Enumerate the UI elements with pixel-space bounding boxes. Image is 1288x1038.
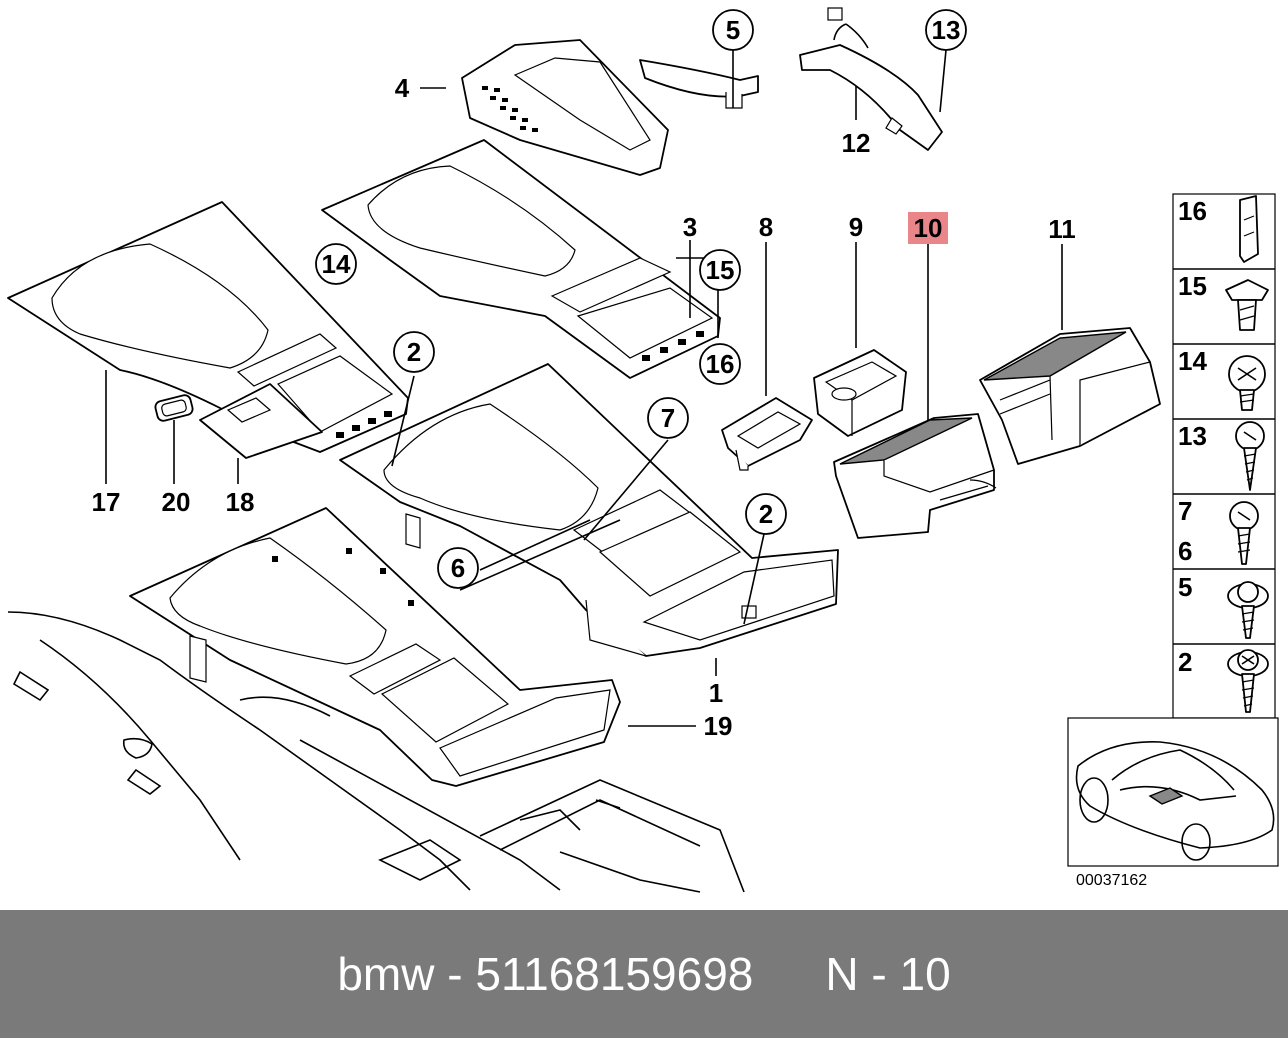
legend-label-13: 13 xyxy=(1178,421,1207,451)
callout-11: 11 xyxy=(1048,214,1076,244)
legend-label-6: 6 xyxy=(1178,536,1192,566)
reference-separator: - xyxy=(871,948,887,1000)
part-11-cupholder-box[interactable] xyxy=(979,327,1161,465)
highlight-box xyxy=(908,212,948,244)
part-19-console-carrier[interactable] xyxy=(129,507,621,787)
part-1-center-console[interactable] xyxy=(339,363,839,657)
callout-15: 15 xyxy=(706,255,735,285)
legend-label-7: 7 xyxy=(1178,496,1192,526)
callout-13: 13 xyxy=(932,15,961,45)
tapping-screw-icon xyxy=(1235,421,1265,491)
expansion-rivet-icon xyxy=(1225,279,1269,331)
vehicle-location-thumbnail xyxy=(1067,717,1279,867)
part-17-console-panel[interactable] xyxy=(7,201,409,453)
flange-screw-icon xyxy=(1227,581,1269,639)
brand-separator: - xyxy=(447,948,463,1000)
legend-label-16: 16 xyxy=(1178,196,1207,226)
callout-18: 18 xyxy=(226,487,255,517)
part-20-grommet[interactable] xyxy=(154,394,194,422)
brand-name: bmw xyxy=(337,948,435,1000)
legend-label-5: 5 xyxy=(1178,572,1192,602)
callout-19: 19 xyxy=(704,711,733,741)
vehicle-floor-outline xyxy=(7,611,745,893)
reference-code: N xyxy=(825,948,859,1000)
callout-10: 10 xyxy=(914,213,943,243)
exploded-parts-diagram: 4 5 13 12 3 15 16 14 8 9 10 xyxy=(7,7,1279,893)
callout-9: 9 xyxy=(849,212,863,242)
callout-6: 6 xyxy=(451,553,465,583)
callout-2-lower: 2 xyxy=(759,499,773,529)
callout-17: 17 xyxy=(92,487,121,517)
part-18-insert-tray[interactable] xyxy=(199,383,323,459)
phillips-screw-icon xyxy=(1228,355,1266,411)
callout-14: 14 xyxy=(322,249,351,279)
legend-label-15: 15 xyxy=(1178,271,1207,301)
callout-8: 8 xyxy=(759,212,773,242)
callout-12: 12 xyxy=(842,128,871,158)
part-5-arc-bracket[interactable] xyxy=(639,59,759,109)
part-10-storage-compartment[interactable] xyxy=(833,413,997,539)
callout-2-upper: 2 xyxy=(407,337,421,367)
callout-3: 3 xyxy=(683,212,697,242)
callout-5: 5 xyxy=(726,15,740,45)
callout-4: 4 xyxy=(395,73,410,103)
footer-reference: N - 10 xyxy=(825,947,950,1001)
part-number-footer: bmw - 51168159698 N - 10 xyxy=(0,910,1288,1038)
part-12-cable-bracket[interactable] xyxy=(799,7,943,151)
part-4-shifter-trim[interactable] xyxy=(461,39,669,176)
legend-label-2: 2 xyxy=(1178,647,1192,677)
flange-screw-icon xyxy=(1227,649,1269,713)
callout-20: 20 xyxy=(162,487,191,517)
leader-lines xyxy=(105,49,1063,727)
part-9-ashtray-box[interactable] xyxy=(813,349,907,437)
part-8-small-tray[interactable] xyxy=(721,397,813,471)
callout-labels: 4 5 13 12 3 15 16 14 8 9 10 xyxy=(92,9,1076,741)
legend-label-14: 14 xyxy=(1178,346,1207,376)
callout-16: 16 xyxy=(706,349,735,379)
hardware-legend: 16 15 14 13 7 6 5 2 xyxy=(1172,193,1276,719)
part-3-console-panel[interactable] xyxy=(321,139,721,379)
clip-icon xyxy=(1239,195,1259,263)
callout-1: 1 xyxy=(709,678,723,708)
callout-7: 7 xyxy=(661,403,675,433)
reference-item: 10 xyxy=(899,948,951,1000)
footer-brand-and-number: bmw - 51168159698 xyxy=(337,947,753,1001)
catalog-number: 00037162 xyxy=(1076,872,1148,889)
tapping-screw-icon xyxy=(1229,501,1259,565)
part-number: 51168159698 xyxy=(475,948,754,1000)
